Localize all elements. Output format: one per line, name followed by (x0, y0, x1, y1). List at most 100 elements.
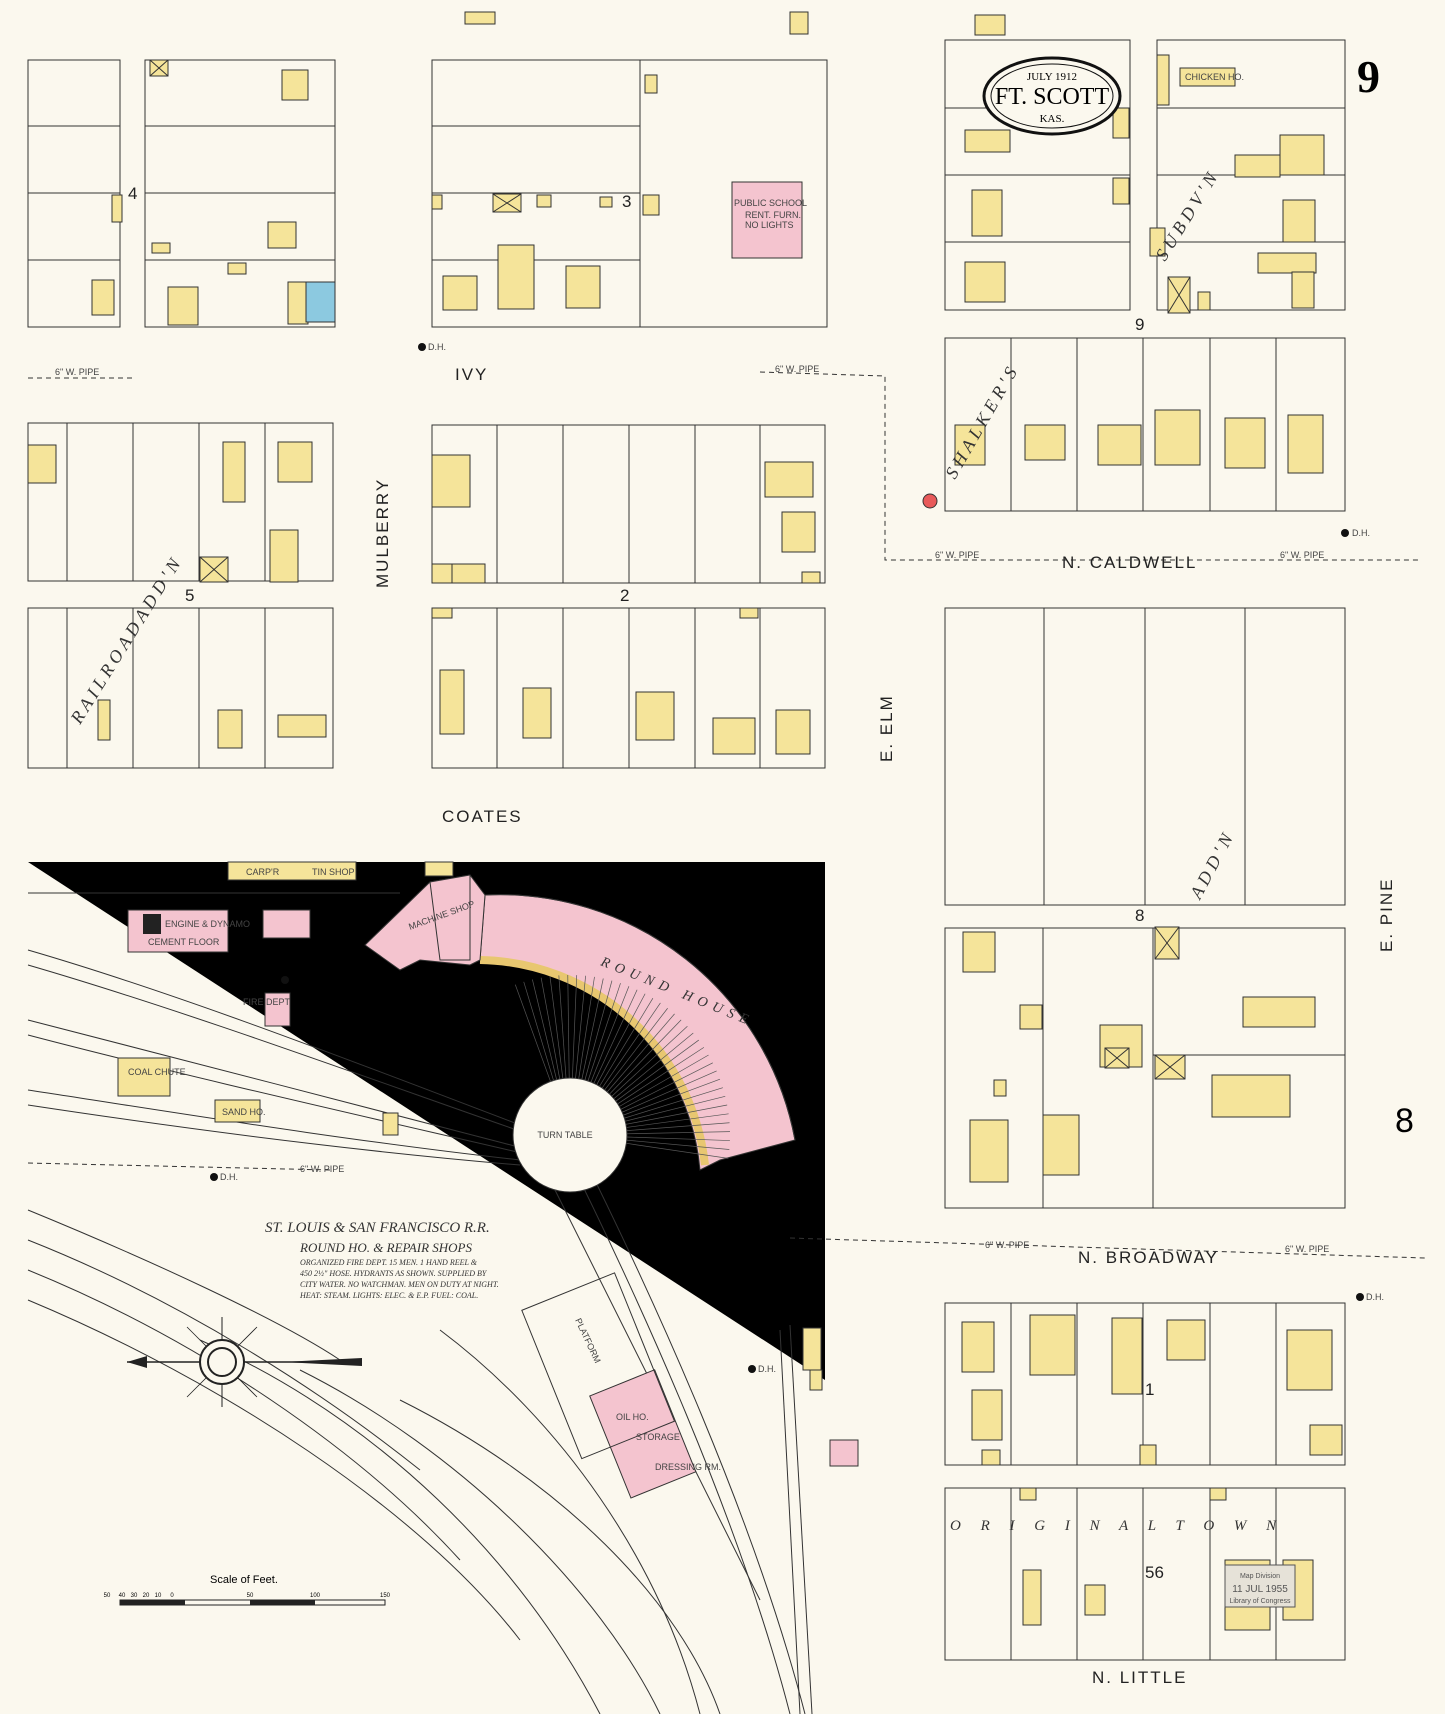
compass-rose-icon (127, 1317, 362, 1407)
turntable-spoke (581, 978, 604, 1080)
outbuildings (149, 59, 1191, 1080)
original-town-label: O R I G I N A L T O W N (950, 1518, 1284, 1534)
turntable-spoke (626, 1136, 730, 1141)
railroad-sub: ROUND HO. & REPAIR SHOPS (299, 1240, 472, 1255)
turntable-spoke (587, 983, 621, 1082)
turntable-spoke (619, 1054, 709, 1107)
coal-chute-label: COAL CHUTE (128, 1067, 186, 1077)
rr-note-1: ORGANIZED FIRE DEPT. 15 MEN. 1 HAND REEL… (300, 1258, 478, 1267)
title-state: KAS. (1040, 113, 1065, 125)
turntable-spoke (572, 975, 578, 1079)
scale-tick-label: 100 (310, 1593, 321, 1599)
walkers-subdvn-label: S U B D V ' N (1151, 168, 1221, 264)
street-n-broadway: N. BROADWAY (1078, 1248, 1219, 1267)
stamp-line-2: 11 JUL 1955 (1232, 1584, 1288, 1595)
school-note-1: RENT. FURN. (745, 210, 801, 220)
turntable-spoke (626, 1122, 730, 1131)
turntable-spoke (623, 1078, 721, 1116)
turntable-spoke (626, 1139, 730, 1150)
scale-tick-label: 50 (247, 1593, 254, 1599)
street-e-pine: E. PINE (1377, 878, 1396, 952)
rr-note-2: 450 2½" HOSE. HYDRANTS AS SHOWN. SUPPLIE… (300, 1269, 488, 1278)
scale-label: Scale of Feet. (210, 1574, 278, 1586)
dressing-rm-label: DRESSING RM. (655, 1462, 721, 1472)
round-house (364, 874, 796, 1193)
turntable-spoke (558, 975, 567, 1079)
water-pipes (27, 371, 1426, 1259)
stamp-line-1: Map Division (1240, 1573, 1280, 1580)
fire-alarm-box-icon (922, 493, 938, 509)
turntable-spoke (514, 984, 551, 1082)
block-4: 4 (128, 184, 137, 203)
title-cartouche: JULY 1912 FT. SCOTT KAS. (982, 56, 1122, 136)
turntable-spoke (532, 979, 557, 1080)
turntable-spoke (593, 989, 638, 1084)
turntable-spoke (523, 981, 554, 1081)
turntable-spoke (609, 1019, 682, 1095)
railroad-addn-label: R A I L R O A D A D D ' N (66, 554, 185, 728)
turntable-spoke (620, 1062, 713, 1110)
street-ivy: IVY (455, 365, 488, 384)
street-n-little: N. LITTLE (1092, 1668, 1187, 1687)
block-2: 2 (620, 586, 629, 605)
stamp-line-3: Library of Congress (1229, 1598, 1291, 1605)
title-city: FT. SCOTT (995, 84, 1110, 110)
pipe-label-2: 6" W. PIPE (775, 364, 819, 374)
block-3: 3 (622, 192, 631, 211)
pipe-label-4: 6" W. PIPE (1280, 550, 1324, 560)
turntable-spoke (625, 1095, 726, 1122)
block-56: 56 (1145, 1563, 1164, 1582)
pipe-label-7: 6" W. PIPE (1285, 1244, 1329, 1254)
scale-tick-label: 30 (131, 1593, 138, 1599)
scale-tick-label: 20 (143, 1593, 150, 1599)
pipe-label-5: 6" W. PIPE (300, 1164, 344, 1174)
block-grid (27, 39, 1346, 1661)
shelbers-addn-label: A D D ' N (1185, 829, 1237, 902)
turntable-spoke (626, 1113, 729, 1128)
oil-ho-label: OIL HO. (616, 1412, 649, 1422)
turntable-spoke (575, 975, 586, 1079)
dh-label-3: D.H. (220, 1172, 238, 1182)
platform-label: PLATFORM (573, 1317, 602, 1365)
turntable-spoke (596, 993, 646, 1085)
turntable-spoke (606, 1013, 675, 1093)
turntable-spoke (613, 1032, 694, 1099)
buildings (27, 11, 1343, 1631)
street-n-caldwell: N. CALDWELL (1062, 553, 1197, 572)
chicken-ho-label: CHICKEN HO. (1185, 72, 1244, 82)
turntable-spoke (601, 1002, 661, 1089)
railroad-name: ST. LOUIS & SAN FRANCISCO R.R. (265, 1220, 490, 1236)
rr-note-4: HEAT: STEAM. LIGHTS: ELEC. & E.P. FUEL: … (299, 1291, 478, 1300)
turntable-spoke (626, 1142, 729, 1159)
turntable-spoke (549, 976, 564, 1079)
scale-tick-label: 0 (170, 1593, 174, 1599)
public-school-label: PUBLIC SCHOOL (734, 198, 807, 208)
title-date: JULY 1912 (1027, 71, 1077, 83)
dh-label-1: D.H. (428, 342, 446, 352)
turntable-spoke (584, 980, 613, 1081)
library-stamp: Map Division 11 JUL 1955 Library of Cong… (1224, 1564, 1296, 1608)
block-9: 9 (1135, 315, 1144, 334)
street-e-elm: E. ELM (877, 694, 896, 762)
rr-note-3: CITY WATER. NO WATCHMAN. MEN ON DUTY AT … (300, 1280, 499, 1289)
fire-dept-label: FIRE DEPT (243, 997, 291, 1007)
turntable-spoke (590, 986, 630, 1083)
tin-shop-label: TIN SHOP (312, 867, 355, 877)
turntable-spoke (599, 997, 654, 1087)
pipe-label-6: 6" W. PIPE (985, 1240, 1029, 1250)
turntable-spoke (578, 976, 595, 1079)
turntable-spoke (611, 1026, 688, 1097)
block-5: 5 (185, 586, 194, 605)
pipe-label-1: 6" W. PIPE (55, 367, 99, 377)
scale-tick-label: 40 (119, 1593, 126, 1599)
block-8: 8 (1135, 906, 1144, 925)
dh-label-2: D.H. (1352, 528, 1370, 538)
turntable-spoke (625, 1104, 728, 1125)
railroad-tracks (27, 949, 813, 1714)
hydrants (210, 343, 1364, 1373)
dh-label-5: D.H. (1366, 1292, 1384, 1302)
turntable-spoke (624, 1087, 723, 1119)
turn-table-label: TURN TABLE (537, 1130, 592, 1140)
turntable-spoke (567, 975, 570, 1079)
